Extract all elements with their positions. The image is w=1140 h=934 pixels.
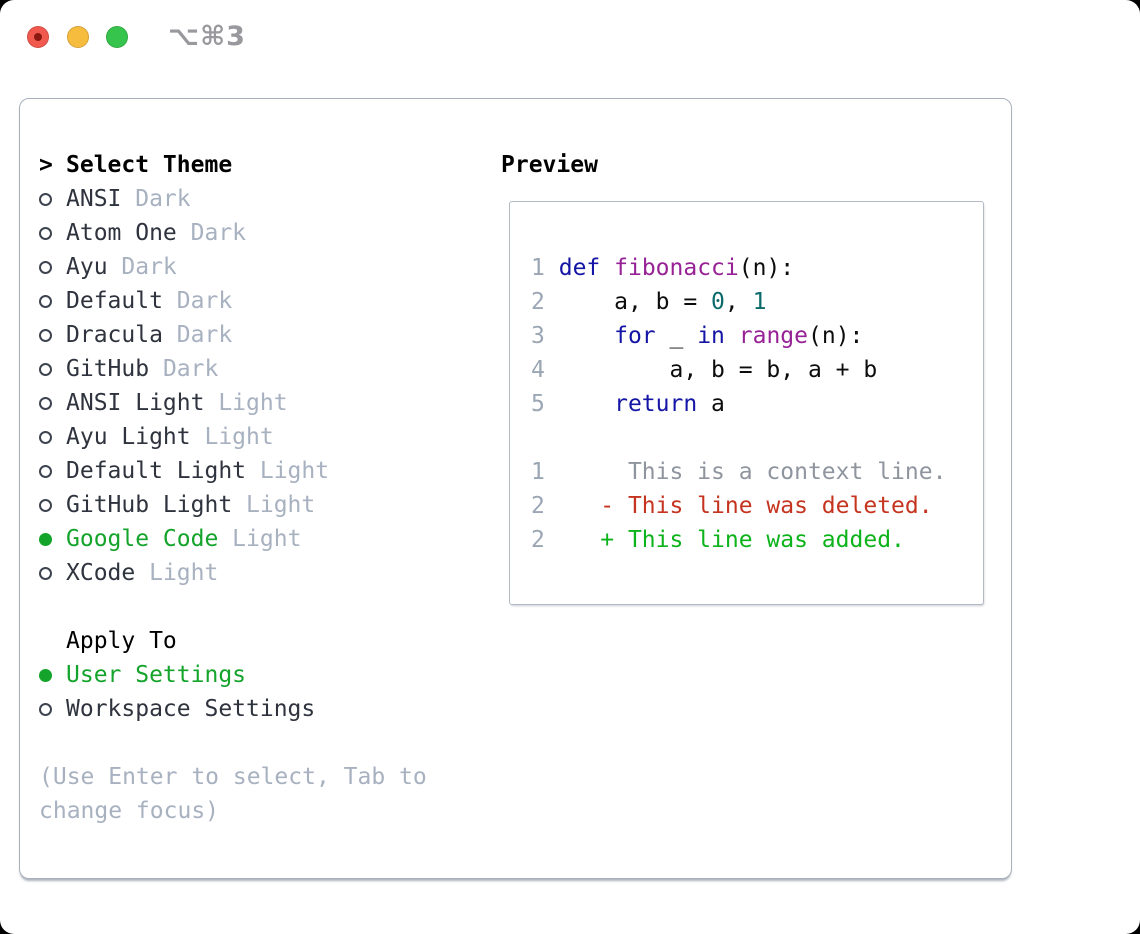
keyboard-hint: (Use Enter to select, Tab to change focus… — [20, 760, 500, 828]
option-label: Ayu Light — [66, 424, 191, 450]
preview-blank-line — [531, 421, 983, 455]
zoom-button[interactable] — [106, 26, 128, 48]
radio-unselected-icon — [39, 192, 66, 206]
option-label: Dracula — [66, 322, 163, 348]
option-label: Ayu — [66, 254, 108, 280]
option-label: Atom One — [66, 220, 177, 246]
option-label: GitHub Light — [66, 492, 233, 518]
preview-code-line: 1 def fibonacci(n): — [531, 255, 795, 281]
preview-diff-context-line: 1 This is a context line. — [531, 459, 947, 485]
theme-option[interactable]: GitHub Light Light — [20, 488, 500, 522]
option-label: ANSI — [66, 186, 122, 212]
theme-option[interactable]: Ayu Light Light — [20, 420, 500, 454]
radio-unselected-icon — [39, 362, 66, 376]
option-variant-label: Light — [204, 390, 288, 416]
radio-selected-icon — [39, 532, 66, 546]
theme-option[interactable]: XCode Light — [20, 556, 500, 590]
radio-unselected-icon — [39, 702, 66, 716]
option-variant-label: Light — [218, 526, 302, 552]
keyboard-shortcut-label: ⌥⌘3 — [168, 21, 246, 52]
theme-option[interactable]: Google Code Light — [20, 522, 500, 556]
option-label: Default Light — [66, 458, 247, 484]
preview-code-block: 1 def fibonacci(n): 2 a, b = 0, 1 3 for _ … — [531, 251, 983, 557]
option-variant-label: Dark — [176, 220, 247, 246]
option-variant-label: Dark — [107, 254, 177, 280]
option-label: Default — [66, 288, 163, 314]
theme-option[interactable]: Default Dark — [20, 284, 500, 318]
theme-option[interactable]: Atom One Dark — [20, 216, 500, 250]
hint-line: change focus) — [39, 798, 220, 824]
preview-diff-added-line: 2 + This line was added. — [531, 527, 905, 553]
preview-code-line: 2 a, b = 0, 1 — [531, 289, 767, 315]
apply-to-label: Apply To — [66, 628, 177, 654]
radio-unselected-icon — [39, 566, 66, 580]
option-variant-label: Dark — [162, 288, 233, 314]
theme-option[interactable]: Ayu Dark — [20, 250, 500, 284]
apply-to-option[interactable]: Workspace Settings — [20, 692, 500, 726]
radio-unselected-icon — [39, 498, 66, 512]
theme-option[interactable]: ANSI Light Light — [20, 386, 500, 420]
option-variant-label: Light — [246, 458, 330, 484]
radio-unselected-icon — [39, 226, 66, 240]
preview-code-line: 5 return a — [531, 391, 725, 417]
option-variant-label: Light — [135, 560, 219, 586]
option-variant-label: Dark — [162, 322, 233, 348]
option-label: GitHub — [66, 356, 150, 382]
preview-pane: 1 def fibonacci(n): 2 a, b = 0, 1 3 for _ … — [509, 201, 984, 605]
option-label: User Settings — [66, 662, 247, 688]
spacer — [20, 726, 500, 760]
option-label: ANSI Light — [66, 390, 205, 416]
preview-title: Preview — [501, 152, 598, 178]
close-button[interactable] — [27, 26, 49, 48]
option-label: Workspace Settings — [66, 696, 316, 722]
radio-unselected-icon — [39, 260, 66, 274]
radio-selected-icon — [39, 668, 66, 682]
theme-option[interactable]: GitHub Dark — [20, 352, 500, 386]
option-variant-label: Light — [232, 492, 316, 518]
preview-code-line: 3 for _ in range(n): — [531, 323, 864, 349]
option-variant-label: Dark — [121, 186, 191, 212]
option-variant-label: Dark — [149, 356, 219, 382]
radio-unselected-icon — [39, 464, 66, 478]
prompt-icon: > — [39, 152, 53, 178]
hint-line: (Use Enter to select, Tab to — [39, 764, 427, 790]
radio-unselected-icon — [39, 396, 66, 410]
radio-unselected-icon — [39, 430, 66, 444]
radio-unselected-icon — [39, 328, 66, 342]
apply-to-header: Apply To — [20, 624, 500, 658]
theme-option[interactable]: Dracula Dark — [20, 318, 500, 352]
preview-diff-deleted-line: 2 - This line was deleted. — [531, 493, 933, 519]
select-theme-header: > Select Theme — [20, 148, 500, 182]
apply-to-option[interactable]: User Settings — [20, 658, 500, 692]
theme-option[interactable]: ANSI Dark — [20, 182, 500, 216]
preview-code-line: 4 a, b = b, a + b — [531, 357, 878, 383]
option-variant-label: Light — [190, 424, 274, 450]
minimize-button[interactable] — [67, 26, 89, 48]
select-theme-title: Select Theme — [66, 152, 233, 178]
radio-unselected-icon — [39, 294, 66, 308]
option-label: XCode — [66, 560, 136, 586]
titlebar: ⌥⌘3 — [0, 0, 1140, 76]
theme-option[interactable]: Default Light Light — [20, 454, 500, 488]
spacer — [20, 590, 500, 624]
option-label: Google Code — [66, 526, 219, 552]
